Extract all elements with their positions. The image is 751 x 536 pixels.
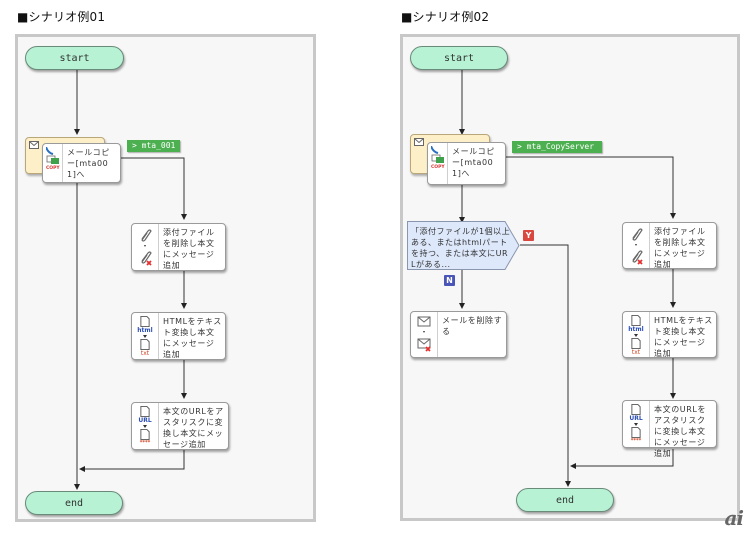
mail-copy-node[interactable]: COPY メールコピー[mta001]へ [427,142,506,185]
mail-icon [29,141,39,149]
step-label: HTMLをテキスト変換し本文にメッセージ追加 [654,316,713,358]
step-url-mask[interactable]: URL **** 本文のURLをアスタリスクに変換し本文にメッセージ追加 [131,402,229,450]
step-url-mask[interactable]: URL **** 本文のURLをアスタリスクに変換し本文にメッセージ追加 [622,400,717,458]
mail-icon [414,138,424,146]
document-icon [140,339,150,350]
url-tag: URL [138,417,152,424]
svg-text:COPY: COPY [431,164,445,168]
branch-tag-mta-001[interactable]: > mta_001 [127,140,180,152]
asterisk-tag: **** [139,440,151,446]
paperclip-icon [141,229,152,266]
scenario-02-title: ■シナリオ例02 [401,10,490,24]
branch-tag-mta-copyserver[interactable]: > mta_CopyServer [512,141,602,153]
step-label: メールを削除する [442,316,503,336]
arrow-down-icon [143,425,147,428]
document-icon [631,315,641,326]
mail-delete-icon [411,312,438,357]
mail-delete-glyph [417,316,431,352]
document-icon [631,338,641,349]
watermark-logo: ai [724,506,744,530]
arrow-down-icon [143,335,147,338]
mail-copy-label: メールコピー[mta001]へ [67,148,110,179]
decision-label: 「添付ファイルが1個以上ある、またはhtmlパートを持つ、または本文にURLがあ… [411,227,511,269]
document-icon [631,404,641,415]
html-to-txt-icon: html txt [623,312,650,357]
mail-copy-icon-glyph: COPY [430,146,445,168]
step-remove-attachment[interactable]: 添付ファイルを削除し本文にメッセージ追加 [131,223,226,271]
svg-text:COPY: COPY [46,165,60,169]
document-icon [140,429,150,440]
end-label: end [555,494,575,506]
start-label: start [59,52,90,64]
txt-tag: txt [631,349,641,356]
mail-copy-icon: COPY [43,144,63,182]
arrow-down-icon [634,334,638,337]
start-terminal[interactable]: start [410,46,508,70]
asterisk-tag: **** [630,438,642,444]
document-icon [140,316,150,327]
attachment-remove-icon [623,223,650,268]
arrow-down-icon [634,423,638,426]
end-terminal[interactable]: end [25,491,123,515]
end-terminal[interactable]: end [516,488,614,512]
mail-copy-node[interactable]: COPY メールコピー[mta001]へ [42,143,121,183]
html-to-txt-icon: html txt [132,313,159,359]
url-mask-icon: URL **** [623,401,650,447]
html-tag: html [137,327,153,334]
url-tag: URL [629,415,643,422]
yes-badge: Y [523,230,534,241]
step-label: HTMLをテキスト変換し本文にメッセージ追加 [163,317,222,359]
start-terminal[interactable]: start [25,46,124,70]
step-html-to-text[interactable]: html txt HTMLをテキスト変換し本文にメッセージ追加 [622,311,717,358]
step-delete-mail[interactable]: メールを削除する [410,311,507,358]
step-remove-attachment[interactable]: 添付ファイルを削除し本文にメッセージ追加 [622,222,717,269]
scenario-01-title: ■シナリオ例01 [17,10,106,24]
step-html-to-text[interactable]: html txt HTMLをテキスト変換し本文にメッセージ追加 [131,312,226,360]
step-label: 添付ファイルを削除し本文にメッセージ追加 [654,227,706,269]
mail-copy-label: メールコピー[mta001]へ [452,147,495,178]
txt-tag: txt [140,350,150,357]
mail-copy-icon-glyph: COPY [45,147,60,169]
start-label: start [443,52,475,64]
attachment-remove-icon [132,224,159,270]
end-label: end [64,497,84,509]
step-label: 本文のURLをアスタリスクに変換し本文にメッセージ追加 [654,405,707,458]
no-badge: N [444,275,455,286]
url-mask-icon: URL **** [132,403,159,449]
decision-shape [407,221,520,270]
mail-copy-icon: COPY [428,143,448,184]
step-label: 本文のURLをアスタリスクに変換し本文にメッセージ追加 [163,407,224,449]
html-tag: html [628,326,644,333]
paperclip-icon [632,228,643,265]
step-label: 添付ファイルを削除し本文にメッセージ追加 [163,228,215,270]
decision-node[interactable]: 「添付ファイルが1個以上ある、またはhtmlパートを持つ、または本文にURLがあ… [407,221,520,270]
document-icon [140,406,150,417]
document-icon [631,427,641,438]
